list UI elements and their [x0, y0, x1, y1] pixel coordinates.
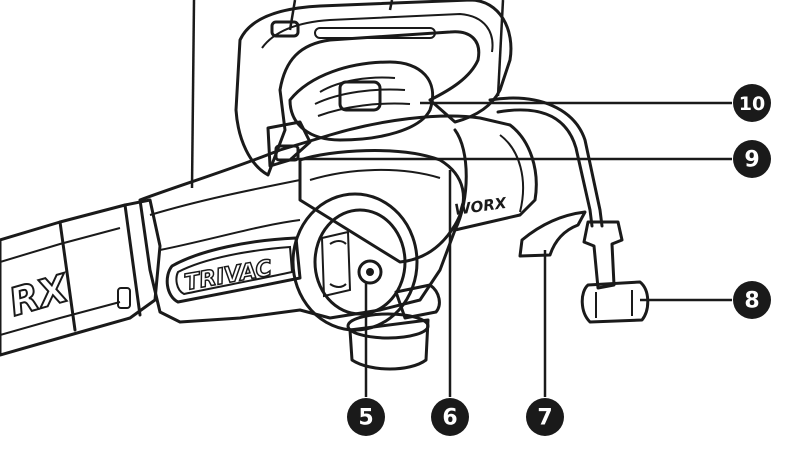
model-label-text: TRIVAC — [183, 256, 274, 296]
bottom-outlet — [346, 283, 441, 371]
plug-socket — [580, 220, 650, 324]
callout-5: 5 — [347, 398, 385, 436]
callout-number: 7 — [537, 406, 552, 431]
callout-9: 9 — [733, 140, 771, 178]
cord-retainer-hook — [518, 210, 587, 258]
leader-lines — [190, 0, 732, 397]
callout-badge — [733, 281, 771, 319]
callout-8: 8 — [733, 281, 771, 319]
nozzle-brand-text: RX — [4, 266, 74, 325]
callout-number: 9 — [744, 148, 759, 173]
blower-tube: RX — [0, 198, 162, 357]
callout-badge — [526, 398, 564, 436]
side-housing — [298, 149, 465, 264]
callout-number: 10 — [739, 93, 765, 115]
carry-handle — [234, 0, 513, 177]
top-vent-grill — [288, 60, 435, 142]
callout-number: 8 — [744, 289, 759, 314]
callout-7: 7 — [526, 398, 564, 436]
callout-badge — [733, 140, 771, 178]
power-cord — [488, 96, 604, 228]
callout-number: 6 — [442, 406, 457, 431]
on-off-switch — [266, 120, 312, 168]
callout-badge — [431, 398, 469, 436]
callout-6: 6 — [431, 398, 469, 436]
model-label-panel: TRIVAC — [165, 236, 302, 304]
callout-10: 10 — [733, 84, 771, 122]
callout-number: 5 — [358, 406, 373, 431]
callout-badge — [733, 84, 771, 122]
callout-badge — [347, 398, 385, 436]
